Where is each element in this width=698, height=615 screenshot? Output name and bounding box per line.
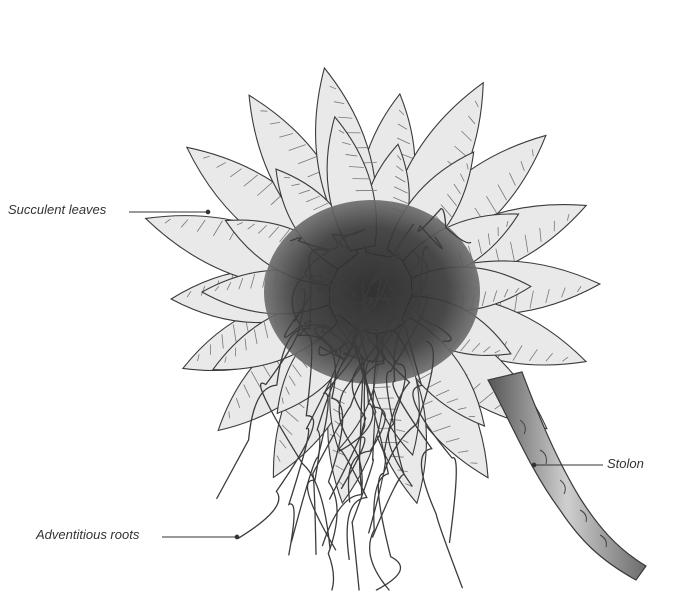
stolon-label: Stolon	[607, 456, 644, 472]
rosette-core	[264, 200, 480, 384]
callout-dot-stolon	[532, 463, 536, 467]
stolon	[488, 372, 646, 580]
succulent-leaves-label: Succulent leaves	[8, 202, 106, 218]
callout-dot-roots	[235, 535, 239, 539]
adventitious-roots-label: Adventitious roots	[36, 527, 139, 543]
callout-dot-leaves	[206, 210, 210, 214]
